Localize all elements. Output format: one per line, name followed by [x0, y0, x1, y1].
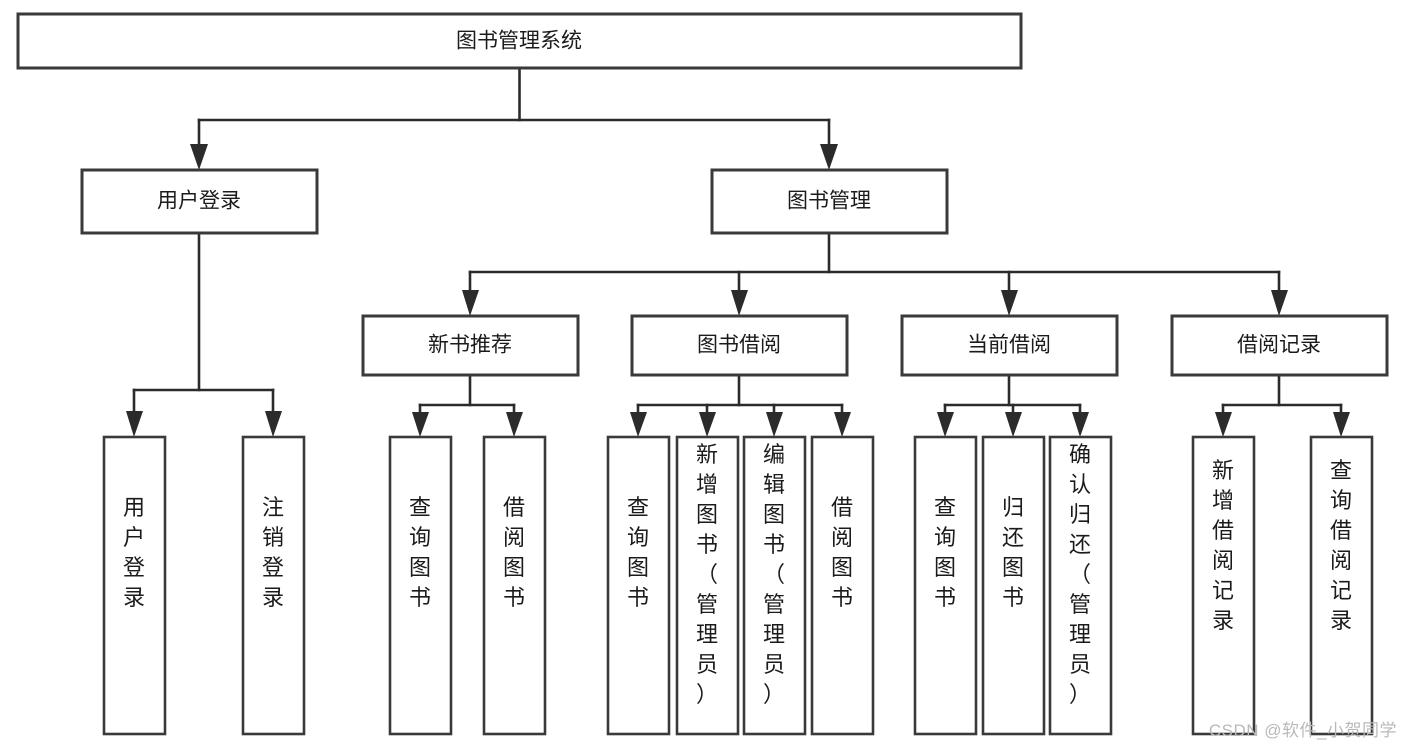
- leaf-recommend-2-box[interactable]: [482, 435, 547, 736]
- leaf-borrow-2[interactable]: 新增图书（管理员）: [675, 435, 740, 736]
- arrow-current-leaf-2: [1005, 412, 1022, 437]
- leaf-recommend-1[interactable]: 查询图书: [388, 435, 453, 736]
- edges-layer: [126, 66, 1350, 437]
- leaf-recommend-1-label: 查询图书: [409, 495, 431, 610]
- node-user-login-box[interactable]: [80, 168, 319, 235]
- arrow-root-to-book-manage: [820, 144, 838, 170]
- leaf-current-3-label: 确认归还（管理员）: [1069, 442, 1091, 707]
- node-current-borrow-label: 当前借阅: [967, 334, 1051, 357]
- node-current-borrow-box[interactable]: [900, 314, 1119, 377]
- leaf-current-1[interactable]: 查询图书: [913, 435, 978, 736]
- arrow-bookmanage-child-2: [731, 290, 748, 316]
- node-borrow-record[interactable]: 借阅记录: [1170, 314, 1389, 377]
- arrow-bookmanage-child-3: [1001, 290, 1018, 316]
- leaf-record-1-box[interactable]: [1191, 435, 1256, 736]
- node-borrow-record-box[interactable]: [1170, 314, 1389, 377]
- node-root-box[interactable]: [16, 12, 1023, 70]
- leaf-user-login-2-box[interactable]: [241, 435, 306, 736]
- leaf-current-1-label: 查询图书: [934, 495, 956, 610]
- leaf-user-login-1-label: 用户登录: [123, 495, 145, 610]
- node-root-label: 图书管理系统: [456, 30, 582, 53]
- arrow-borrow-leaf-4: [834, 412, 851, 437]
- node-current-borrow[interactable]: 当前借阅: [900, 314, 1119, 377]
- node-book-borrow[interactable]: 图书借阅: [630, 314, 849, 377]
- leaf-borrow-4-box[interactable]: [810, 435, 875, 736]
- leaf-current-3-box[interactable]: [1048, 435, 1113, 736]
- leaf-borrow-1[interactable]: 查询图书: [606, 435, 671, 736]
- node-book-manage-label: 图书管理: [787, 190, 871, 213]
- node-root[interactable]: 图书管理系统: [16, 12, 1023, 70]
- leaf-borrow-2-box[interactable]: [675, 435, 740, 736]
- node-new-book-recommend[interactable]: 新书推荐: [361, 314, 580, 377]
- leaf-record-2-label: 查询借阅记录: [1330, 458, 1352, 633]
- arrow-record-leaf-1: [1215, 412, 1232, 437]
- node-user-login[interactable]: 用户登录: [80, 168, 319, 235]
- leaf-current-2-box[interactable]: [981, 435, 1046, 736]
- leaf-current-2-label: 归还图书: [1002, 495, 1024, 610]
- leaf-borrow-4[interactable]: 借阅图书: [810, 435, 875, 736]
- arrow-userlogin-leaf-1: [126, 411, 143, 437]
- arrow-bookmanage-child-1: [462, 290, 479, 316]
- leaf-record-2[interactable]: 查询借阅记录: [1309, 435, 1374, 736]
- arrow-record-leaf-2: [1333, 412, 1350, 437]
- arrow-recommend-leaf-2: [506, 412, 523, 437]
- leaf-borrow-2-label: 新增图书（管理员）: [696, 442, 718, 707]
- leaf-user-login-2[interactable]: 注销登录: [241, 435, 306, 736]
- leaf-borrow-4-label: 借阅图书: [831, 495, 853, 610]
- node-new-book-recommend-label: 新书推荐: [428, 334, 512, 357]
- leaf-borrow-3[interactable]: 编辑图书（管理员）: [742, 435, 807, 736]
- arrow-current-leaf-3: [1072, 412, 1089, 437]
- arrow-borrow-leaf-2: [699, 412, 716, 437]
- leaf-current-1-box[interactable]: [913, 435, 978, 736]
- arrow-borrow-leaf-1: [630, 412, 647, 437]
- arrow-bookmanage-child-4: [1271, 290, 1288, 316]
- leaf-current-3[interactable]: 确认归还（管理员）: [1048, 435, 1113, 736]
- arrow-current-leaf-1: [937, 412, 954, 437]
- leaf-record-2-box[interactable]: [1309, 435, 1374, 736]
- node-borrow-record-label: 借阅记录: [1237, 334, 1321, 357]
- leaf-recommend-2[interactable]: 借阅图书: [482, 435, 547, 736]
- node-book-manage-box[interactable]: [710, 168, 949, 235]
- leaf-borrow-3-box[interactable]: [742, 435, 807, 736]
- node-book-borrow-label: 图书借阅: [697, 334, 781, 357]
- leaf-record-1[interactable]: 新增借阅记录: [1191, 435, 1256, 736]
- leaf-user-login-2-label: 注销登录: [262, 495, 284, 610]
- leaf-borrow-3-label: 编辑图书（管理员）: [763, 442, 785, 707]
- leaf-borrow-1-label: 查询图书: [627, 495, 649, 610]
- leaf-recommend-2-label: 借阅图书: [503, 495, 525, 610]
- leaf-recommend-1-box[interactable]: [388, 435, 453, 736]
- arrow-root-to-user-login: [190, 144, 208, 170]
- leaf-borrow-1-box[interactable]: [606, 435, 671, 736]
- leaf-user-login-1-box[interactable]: [102, 435, 167, 736]
- arrow-userlogin-leaf-2: [265, 411, 282, 437]
- arrow-recommend-leaf-1: [412, 412, 429, 437]
- arrow-borrow-leaf-3: [766, 412, 783, 437]
- node-new-book-recommend-box[interactable]: [361, 314, 580, 377]
- node-book-manage[interactable]: 图书管理: [710, 168, 949, 235]
- node-book-borrow-box[interactable]: [630, 314, 849, 377]
- leaf-record-1-label: 新增借阅记录: [1212, 458, 1234, 633]
- leaf-user-login-1[interactable]: 用户登录: [102, 435, 167, 736]
- node-user-login-label: 用户登录: [157, 190, 241, 213]
- leaf-current-2[interactable]: 归还图书: [981, 435, 1046, 736]
